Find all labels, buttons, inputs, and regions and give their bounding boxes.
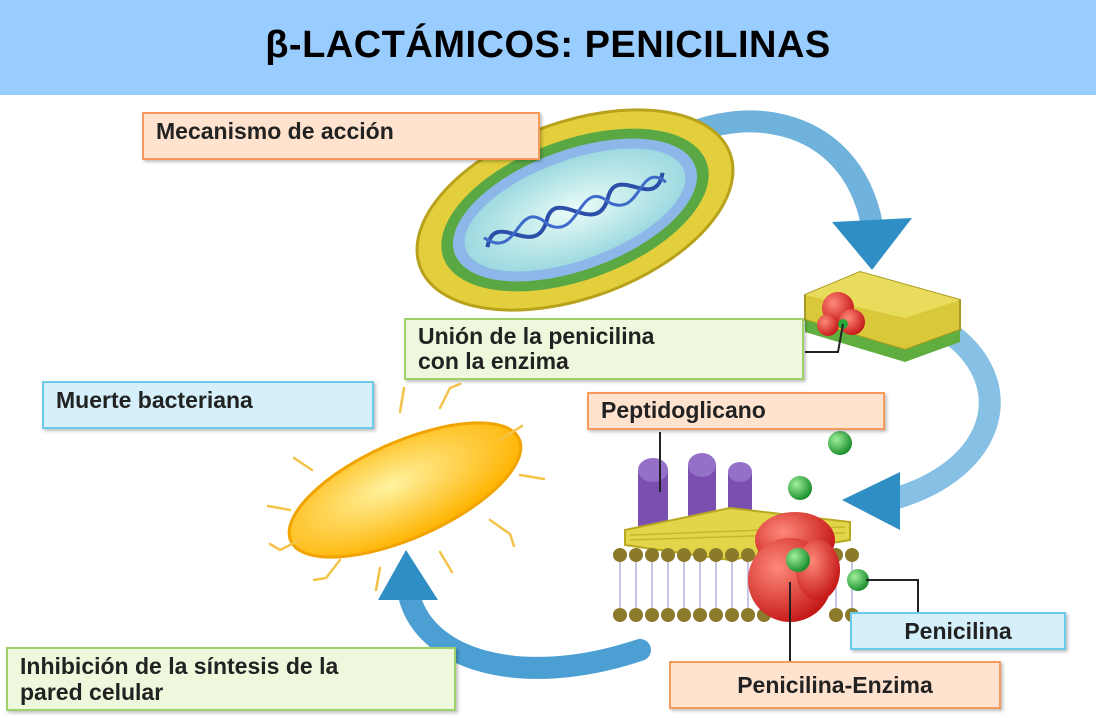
membrane-scene <box>613 431 919 662</box>
label-penicillin: Penicilina <box>850 612 1066 650</box>
label-inhibition-line1: Inhibición de la síntesis de la <box>20 653 339 679</box>
label-inhibition-line2: pared celular <box>20 679 164 705</box>
label-death: Muerte bacteriana <box>42 381 374 429</box>
label-peptidoglycan: Peptidoglicano <box>587 392 885 430</box>
arrow-to-death <box>378 550 651 679</box>
label-binding-line1: Unión de la penicilina <box>418 323 655 349</box>
cell-wall-block <box>804 270 961 362</box>
label-binding-line2: con la enzima <box>418 348 569 374</box>
penicillin-molecules <box>788 431 869 591</box>
label-binding: Unión de la penicilina con la enzima <box>404 318 804 380</box>
arrow-to-membrane <box>842 319 1001 530</box>
page-title: β-LACTÁMICOS: PENICILINAS <box>265 24 831 66</box>
title-banner: β-LACTÁMICOS: PENICILINAS <box>0 0 1096 95</box>
label-penicillin-enzyme: Penicilina-Enzima <box>669 661 1001 709</box>
label-mechanism: Mecanismo de acción <box>142 112 540 160</box>
penicillin-enzyme-complex <box>748 512 840 622</box>
label-inhibition: Inhibición de la síntesis de la pared ce… <box>6 647 456 711</box>
